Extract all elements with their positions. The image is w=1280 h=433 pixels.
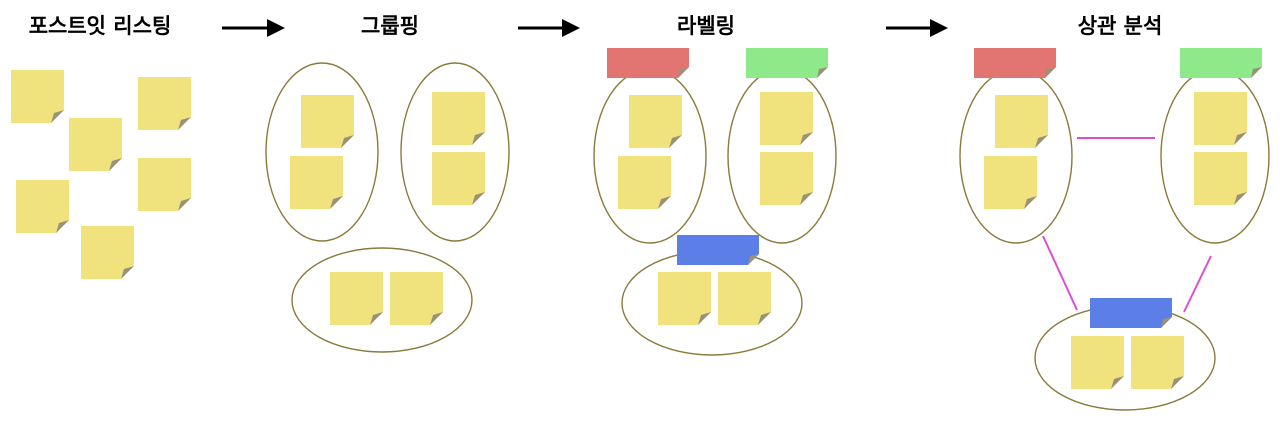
step-title-correlation: 상관 분석 <box>1077 14 1163 38</box>
sticky-note <box>1194 152 1247 205</box>
sticky-note <box>760 92 813 145</box>
sticky-note <box>11 70 64 123</box>
label-tab-green <box>1180 48 1262 78</box>
label-tab-blue <box>1090 298 1172 328</box>
sticky-note <box>618 156 671 209</box>
step-title-labeling: 라벨링 <box>677 14 735 38</box>
sticky-note <box>760 152 813 205</box>
arrow-head <box>267 19 285 37</box>
arrow-head <box>562 19 580 37</box>
sticky-note <box>1071 336 1124 389</box>
sticky-note <box>330 272 383 325</box>
group-ellipse <box>265 62 379 242</box>
step-title-listing: 포스트잇 리스팅 <box>28 14 172 38</box>
group-ellipse <box>400 62 510 242</box>
group-ellipse <box>621 250 803 356</box>
sticky-note <box>629 95 682 148</box>
label-tab-green <box>746 48 828 78</box>
sticky-note <box>984 156 1037 209</box>
sticky-note <box>69 118 122 171</box>
sticky-note <box>301 95 354 148</box>
step-title-grouping: 그룹핑 <box>361 14 419 38</box>
sticky-note <box>432 92 485 145</box>
arrow-head <box>930 19 948 37</box>
sticky-note <box>995 95 1048 148</box>
sticky-note <box>1194 92 1247 145</box>
sticky-note <box>81 226 134 279</box>
sticky-note <box>432 152 485 205</box>
sticky-note <box>290 156 343 209</box>
label-tab-red <box>607 48 689 78</box>
sticky-note <box>1131 336 1184 389</box>
sticky-note <box>658 272 711 325</box>
label-tab-blue <box>677 235 759 265</box>
sticky-note <box>138 77 191 130</box>
group-ellipse <box>291 247 473 353</box>
relation-line-right <box>1183 255 1212 313</box>
sticky-note <box>16 180 69 233</box>
label-tab-red <box>974 48 1056 78</box>
sticky-note <box>390 272 443 325</box>
sticky-note <box>138 158 191 211</box>
sticky-note <box>718 272 771 325</box>
relation-line-left <box>1042 235 1078 311</box>
